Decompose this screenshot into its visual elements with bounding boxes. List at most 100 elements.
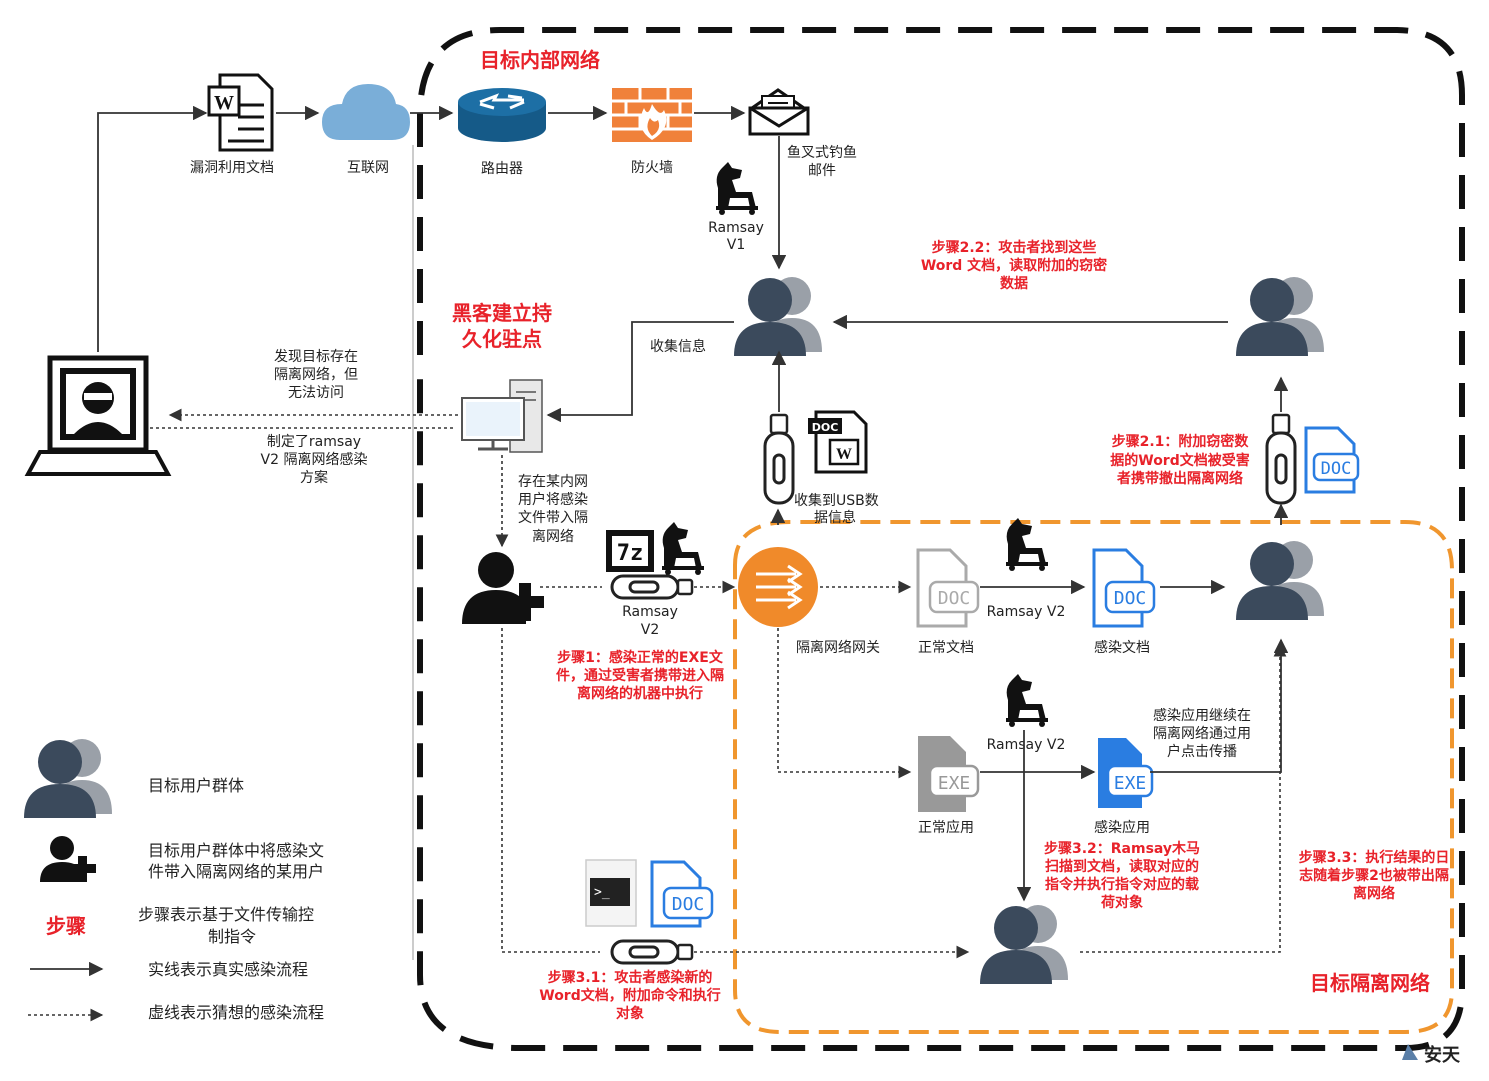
legend-solid-label: 实线表示真实感染流程 — [148, 960, 308, 979]
exfil-usb-drive-icon — [1265, 413, 1297, 505]
legend-group-label: 目标用户群体 — [148, 776, 244, 795]
sevenzip-text: 7z — [617, 541, 644, 566]
exfil-doc-icon: DOC — [1304, 426, 1360, 494]
spread-line2: 隔离网络通过用 — [1153, 725, 1251, 742]
dashed-bottom-users-to-isolated-users — [1080, 643, 1287, 953]
internet-label: 互联网 — [347, 160, 389, 176]
found-isolated-line2: 隔离网络，但 — [274, 366, 358, 383]
found-isolated-line3: 无法访问 — [288, 385, 344, 401]
command-doc-icon: DOC — [650, 860, 714, 928]
arrow-infected-app-to-users — [1150, 638, 1289, 773]
command-usb-drive-icon — [610, 939, 694, 965]
internal-network-title: 目标内部网络 — [480, 48, 600, 72]
carrier-desc-line3: 文件带入隔 — [518, 510, 588, 526]
ramsay-v2-doc-label: Ramsay V2 — [987, 604, 1066, 620]
arrow-laptop-to-doc — [97, 105, 208, 352]
step-3-2-line3: 指令并执行指令对应的载 — [1045, 876, 1199, 893]
isolated-user-group-icon — [1236, 541, 1324, 620]
step-3-2-line4: 荷对象 — [1100, 894, 1143, 911]
router-label: 路由器 — [481, 161, 523, 177]
collect-info-label: 收集信息 — [650, 338, 706, 355]
isolated-gateway-icon — [738, 547, 818, 627]
ramsay-v2-doc-trojan-icon — [1006, 518, 1048, 571]
carrier-desc-line1: 存在某内网 — [518, 474, 588, 490]
doc-tag-text: DOC — [672, 894, 705, 915]
legend-dashed-label: 虚线表示猜想的感染流程 — [148, 1003, 324, 1022]
step-2-1-line3: 者携带撤出隔离网络 — [1117, 470, 1243, 487]
sevenzip-archive-icon: 7z — [606, 530, 654, 572]
watermark-text: 安天 — [1424, 1044, 1461, 1066]
legend-step-word: 步骤 — [46, 914, 86, 938]
step-3-1-line2: Word文档，附加命令和执行 — [539, 987, 721, 1004]
persistence-server-icon — [461, 379, 543, 453]
ramsay-v1-label-line2: V1 — [727, 237, 745, 253]
exfil-user-group-icon — [1236, 277, 1324, 356]
infected-app-icon: EXE — [1098, 738, 1154, 808]
dashed-carrier-down — [501, 628, 600, 953]
legend-step-desc-line2: 制指令 — [208, 927, 256, 946]
gateway-label: 隔离网络网关 — [796, 639, 880, 656]
legend-user-group-icon — [24, 739, 112, 818]
ramsay-v2-usb-label-line2: V2 — [641, 622, 659, 638]
ramsay-v2-usb-label-line1: Ramsay — [622, 604, 678, 620]
normal-doc-icon: DOC — [916, 548, 980, 628]
ramsay-v2-app-trojan-icon — [1006, 674, 1048, 727]
terminal-prompt: >_ — [594, 885, 610, 900]
internet-cloud-icon — [322, 84, 410, 140]
step-1-line3: 离网络的机器中执行 — [577, 685, 703, 702]
phishing-email-icon — [748, 88, 810, 136]
plan-line3: 方案 — [300, 469, 328, 486]
step-1-line1: 步骤1：感染正常的EXE文 — [557, 649, 724, 666]
usb-collect-label-line1: 收集到USB数 — [794, 492, 879, 509]
infected-doc-label: 感染文档 — [1094, 639, 1150, 656]
phishing-label-line2: 邮件 — [808, 163, 836, 179]
collected-usb-drive-icon — [763, 413, 795, 505]
ramsay-v1-trojan-icon — [716, 162, 758, 215]
step-3-1-line3: 对象 — [616, 1005, 644, 1022]
doc-tag-text: DOC — [1114, 588, 1147, 609]
exploit-doc-label: 漏洞利用文档 — [190, 160, 274, 176]
carrier-desc-line2: 用户将感染 — [518, 491, 588, 508]
step-3-2-line2: 扫描到文档，读取对应的 — [1045, 858, 1199, 875]
plan-line1: 制定了ramsay — [267, 434, 361, 450]
doc-tag-text: DOC — [938, 588, 971, 609]
step-3-3-line2: 志随着步骤2也被带出隔 — [1299, 867, 1449, 884]
step-3-2-line1: 步骤3.2：Ramsay木马 — [1044, 840, 1200, 857]
arrow-gateway-to-normal-app — [777, 628, 912, 779]
firewall-icon — [612, 88, 692, 142]
step-2-2-line1: 步骤2.2：攻击者找到这些 — [932, 239, 1097, 256]
bottom-user-group-icon — [980, 905, 1068, 984]
command-terminal-icon: >_ — [585, 859, 637, 927]
step-2-2-line2: Word 文档，读取附加的窃密 — [921, 257, 1107, 274]
exe-tag-text: EXE — [1114, 773, 1147, 794]
legend-carrier-icon — [40, 836, 96, 882]
usb-collect-label-line2: 据信息 — [814, 509, 856, 526]
legend-step-desc-line1: 步骤表示基于文件传输控 — [138, 905, 314, 924]
word-exploit-document-icon: W — [207, 73, 274, 152]
step-1-line2: 件，通过受害者携带进入隔 — [556, 667, 724, 684]
word-letter-small: W — [836, 446, 852, 463]
step-3-1-line1: 步骤3.1：攻击者感染新的 — [548, 969, 713, 986]
normal-app-icon: EXE — [918, 736, 980, 812]
carrier-desc-line4: 离网络 — [532, 528, 574, 545]
router-icon — [458, 88, 546, 142]
plan-line2: V2 隔离网络感染 — [261, 451, 368, 468]
step-2-1-line2: 据的Word文档被受害 — [1110, 452, 1250, 469]
found-isolated-line1: 发现目标存在 — [274, 349, 358, 365]
spread-line3: 户点击传播 — [1167, 743, 1237, 760]
doc-tag-text: DOC — [812, 421, 839, 434]
infected-usb-drive-icon — [610, 574, 694, 600]
antiy-logo: 安天 — [1402, 1044, 1461, 1066]
persistence-title-line2: 久化驻点 — [462, 327, 542, 351]
step-2-1-line1: 步骤2.1：附加窃密数 — [1112, 433, 1250, 450]
hacker-laptop-icon — [24, 355, 172, 476]
ramsay-v2-app-label: Ramsay V2 — [987, 737, 1066, 753]
ramsay-v2-trojan-icon — [662, 522, 704, 575]
infected-app-label: 感染应用 — [1094, 819, 1150, 836]
ramsay-v1-label-line1: Ramsay — [708, 220, 764, 236]
word-letter: W — [214, 92, 234, 114]
normal-doc-label: 正常文档 — [918, 640, 974, 656]
exe-tag-text: EXE — [938, 773, 971, 794]
